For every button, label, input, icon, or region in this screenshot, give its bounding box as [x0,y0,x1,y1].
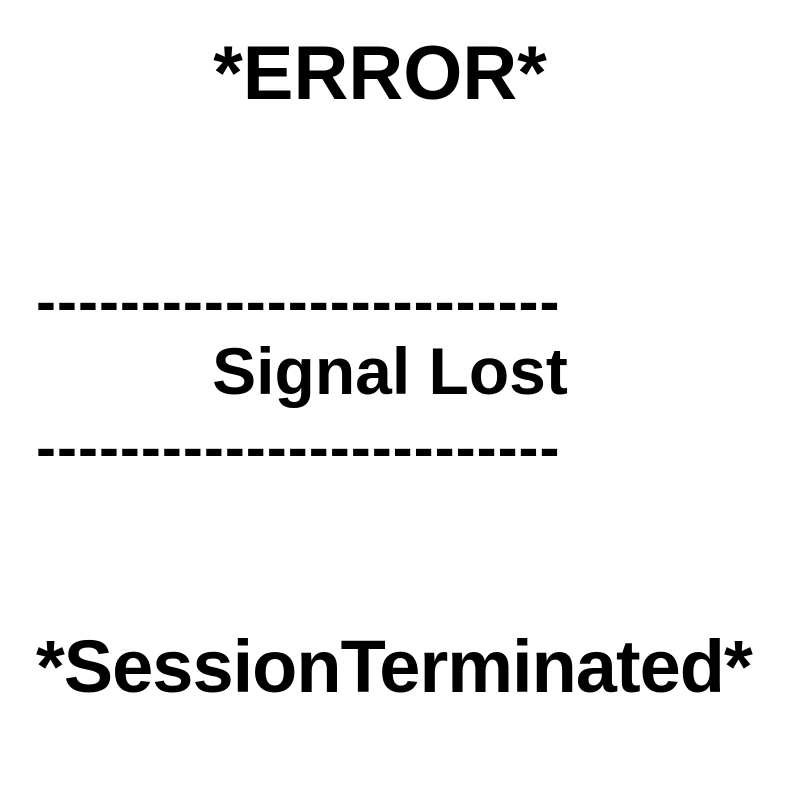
signal-lost-text: Signal Lost [212,334,568,408]
top-dashed-divider: ------------------------- [36,268,561,335]
error-heading: *ERROR* [213,31,547,116]
session-terminated-text: *SessionTerminated* [36,625,753,708]
bottom-dashed-divider: ------------------------- [36,414,561,481]
